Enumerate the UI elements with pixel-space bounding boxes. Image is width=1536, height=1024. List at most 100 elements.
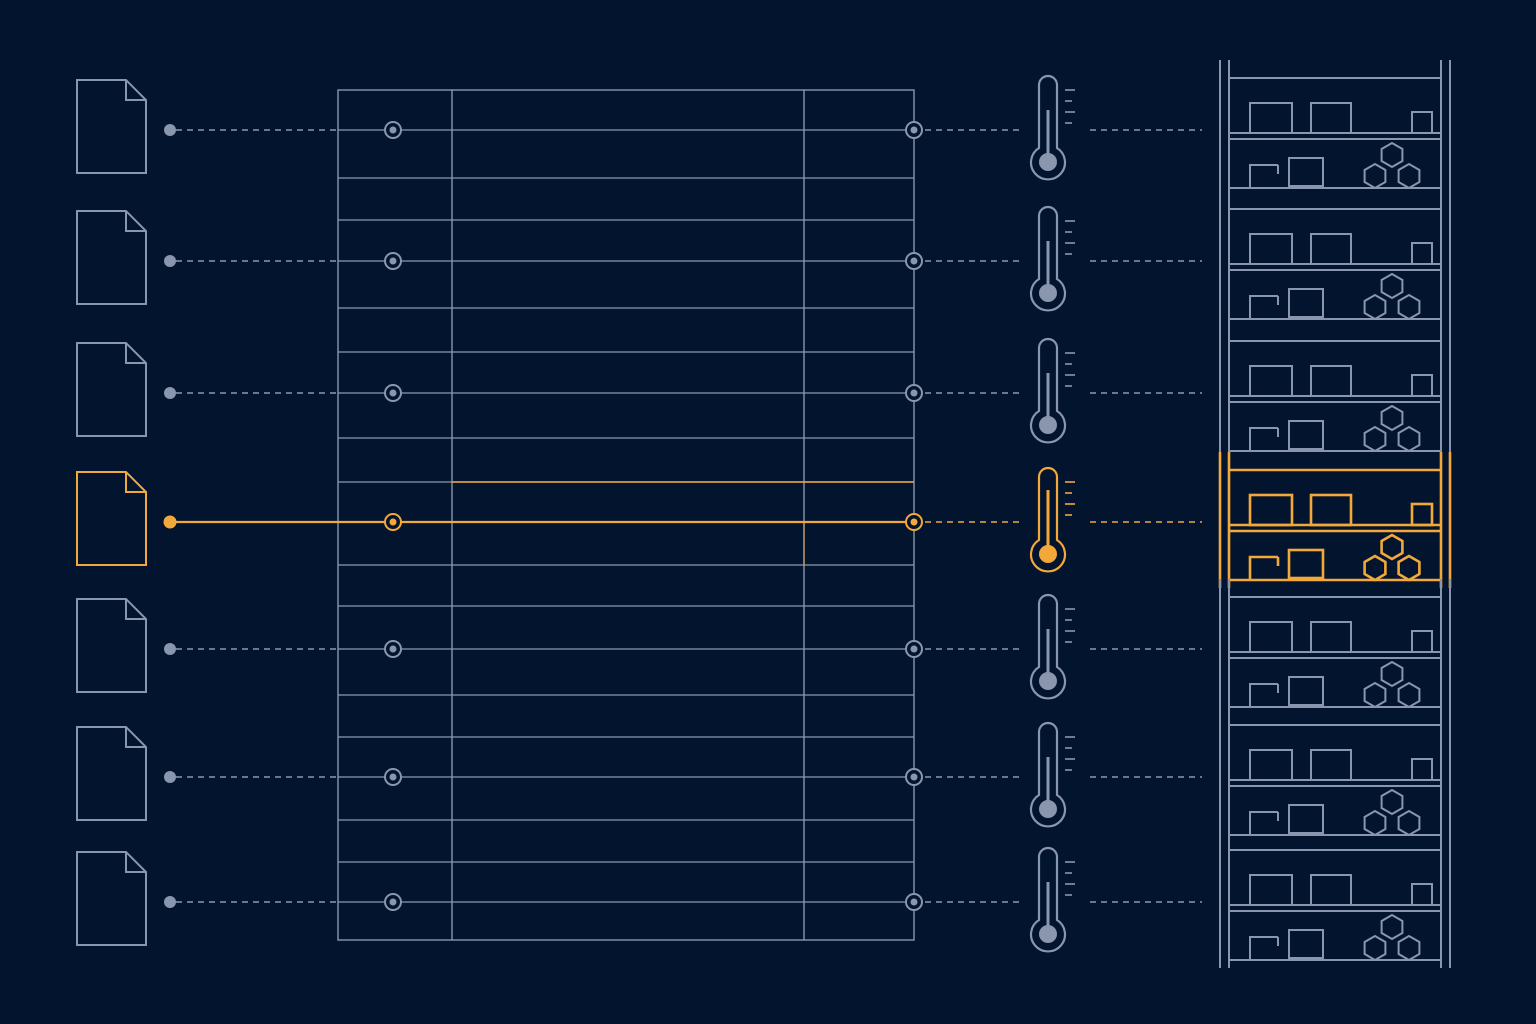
flow-row-1 xyxy=(76,60,1451,196)
thermometer-bulb xyxy=(1039,800,1057,818)
shelf-box xyxy=(1288,676,1324,706)
shelf-hex-item xyxy=(1397,293,1421,321)
ledger-table xyxy=(337,89,915,941)
shelf-hex-item xyxy=(1380,141,1404,169)
document-icon xyxy=(76,79,147,174)
shelf-box-open xyxy=(1249,164,1279,188)
storage-shelf-icon xyxy=(1219,707,1451,843)
document-icon xyxy=(76,471,147,566)
source-node xyxy=(164,387,176,399)
storage-shelf-icon xyxy=(1219,579,1451,715)
table-node-dot xyxy=(389,389,397,397)
thermometer-icon xyxy=(1029,846,1075,953)
table-node-dot xyxy=(910,645,918,653)
shelf-box xyxy=(1288,157,1324,187)
thermometer-outline xyxy=(1029,721,1067,828)
thermometer-icon xyxy=(1029,74,1075,181)
thermometer-bulb xyxy=(1039,925,1057,943)
shelf-box xyxy=(1249,749,1293,781)
shelf-hex-item xyxy=(1380,913,1404,941)
shelf-hex-item xyxy=(1397,681,1421,709)
shelf-hex-item xyxy=(1363,809,1387,837)
table-node-dot xyxy=(910,126,918,134)
thermometer-icon xyxy=(1029,205,1075,312)
source-node xyxy=(164,896,176,908)
shelf-hex-item xyxy=(1397,162,1421,190)
shelf-hex-item xyxy=(1363,293,1387,321)
shelf-box-small xyxy=(1411,242,1433,265)
shelf-box-open xyxy=(1249,936,1279,960)
thermometer-icon xyxy=(1029,337,1075,444)
shelf-box-open xyxy=(1249,295,1279,319)
shelf-hex-item xyxy=(1363,934,1387,962)
shelf-hex-item xyxy=(1380,404,1404,432)
shelf-hex-item xyxy=(1363,162,1387,190)
shelf-box xyxy=(1310,365,1352,397)
shelf-box xyxy=(1309,493,1353,527)
shelf-box-small xyxy=(1411,883,1433,906)
table-node-dot xyxy=(389,518,397,526)
shelf-box-small xyxy=(1411,630,1433,653)
table-node-dot xyxy=(910,773,918,781)
shelf-box xyxy=(1310,749,1352,781)
shelf-box xyxy=(1249,874,1293,906)
document-icon xyxy=(76,851,147,946)
shelf-hex-item xyxy=(1363,425,1387,453)
shelf-box-open xyxy=(1249,427,1279,451)
thermometer-outline xyxy=(1029,337,1067,444)
source-node xyxy=(164,124,176,136)
table-node-dot xyxy=(389,645,397,653)
shelf-box xyxy=(1310,233,1352,265)
shelf-box-open xyxy=(1248,555,1280,580)
shelf-box xyxy=(1310,621,1352,653)
document-icon xyxy=(76,598,147,693)
shelf-hex-item xyxy=(1397,809,1421,837)
thermometer-bulb xyxy=(1039,672,1057,690)
shelf-box xyxy=(1248,493,1294,527)
storage-shelf-icon xyxy=(1219,323,1451,459)
shelf-box xyxy=(1249,365,1293,397)
thermometer-bulb xyxy=(1039,284,1057,302)
thermometer-bulb xyxy=(1039,545,1057,563)
flow-row-3 xyxy=(76,323,1451,459)
flow-row-7 xyxy=(76,832,1451,968)
flow-row-6 xyxy=(76,707,1451,843)
thermometer-outline xyxy=(1029,846,1067,953)
shelf-box xyxy=(1288,420,1324,450)
thermometer-icon xyxy=(1029,593,1075,700)
shelf-box-small xyxy=(1410,502,1434,527)
source-node xyxy=(164,771,176,783)
shelf-box xyxy=(1249,621,1293,653)
shelf-box xyxy=(1249,102,1293,134)
row-group xyxy=(76,60,1452,968)
table-node-dot xyxy=(389,126,397,134)
flow-row-5 xyxy=(76,579,1451,715)
shelf-box-small xyxy=(1411,758,1433,781)
shelf-hex-item xyxy=(1363,554,1387,582)
document-icon xyxy=(76,210,147,305)
thermometer-bulb xyxy=(1039,153,1057,171)
shelf-hex-item xyxy=(1363,681,1387,709)
shelf-box xyxy=(1310,874,1352,906)
document-icon xyxy=(76,342,147,437)
shelf-box xyxy=(1249,233,1293,265)
source-node xyxy=(164,255,176,267)
shelf-hex-item xyxy=(1397,425,1421,453)
table-node-dot xyxy=(910,257,918,265)
shelf-box xyxy=(1310,102,1352,134)
table-node-dot xyxy=(910,898,918,906)
table-node-dot xyxy=(910,518,918,526)
thermometer-outline xyxy=(1029,74,1067,181)
shelf-hex-item xyxy=(1380,788,1404,816)
thermometer-bulb xyxy=(1039,416,1057,434)
storage-shelf-icon xyxy=(1219,60,1451,196)
thermometer-outline xyxy=(1029,466,1067,573)
thermometer-icon xyxy=(1029,466,1075,573)
shelf-box xyxy=(1288,804,1324,834)
table-node-dot xyxy=(389,257,397,265)
source-node xyxy=(164,643,176,655)
shelf-box-open xyxy=(1249,683,1279,707)
storage-shelf-icon xyxy=(1218,452,1452,588)
table-node-dot xyxy=(389,773,397,781)
